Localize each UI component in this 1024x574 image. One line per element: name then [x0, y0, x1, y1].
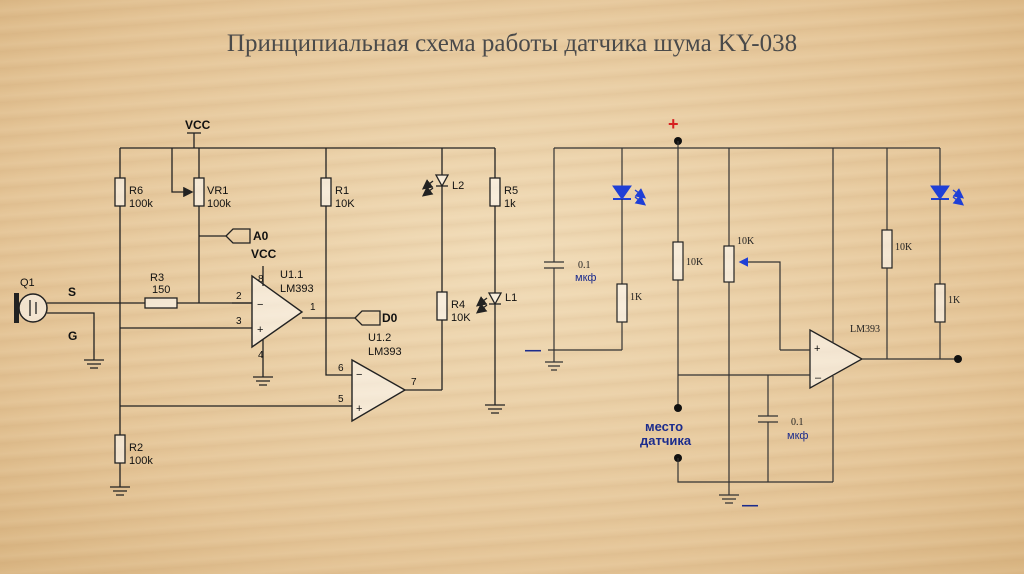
l2-led-branch: L2 R4 10K: [421, 148, 471, 390]
svg-text:2: 2: [236, 291, 242, 302]
svg-text:G: G: [68, 329, 77, 343]
svg-text:+: +: [356, 403, 362, 415]
r3-resistor: R3 150: [88, 272, 252, 309]
svg-text:–: –: [815, 372, 822, 384]
vcc-top-label: VCC: [185, 118, 211, 132]
c2-capacitor: 0.1 мкф: [758, 375, 808, 482]
svg-text:мкф: мкф: [787, 430, 808, 442]
page-title: Принципиальная схема работы датчика шума…: [226, 30, 798, 57]
svg-text:−: −: [356, 369, 362, 381]
svg-text:1k: 1k: [504, 198, 516, 210]
r10k-b: 10K: [881, 148, 913, 359]
svg-text:R5: R5: [504, 185, 518, 197]
svg-text:R4: R4: [451, 299, 465, 311]
svg-text:R2: R2: [129, 442, 143, 454]
svg-text:100k: 100k: [129, 455, 153, 467]
r6-resistor: R6 100k: [114, 148, 153, 435]
svg-text:4: 4: [258, 350, 264, 361]
svg-text:VCC: VCC: [251, 247, 277, 261]
lm393-opamp: + – LM393: [678, 148, 962, 482]
svg-text:100k: 100k: [129, 198, 153, 210]
svg-text:VR1: VR1: [207, 185, 228, 197]
plus-terminal: +: [668, 114, 679, 134]
svg-text:L1: L1: [505, 292, 517, 304]
d0-output: D0: [354, 310, 398, 326]
svg-text:+: +: [257, 324, 263, 336]
svg-text:10K: 10K: [895, 242, 913, 253]
svg-text:3: 3: [236, 316, 242, 327]
vr1-potentiometer: VR1 100k: [171, 148, 231, 303]
a0-output: A0: [199, 228, 269, 244]
minus-left: —: [525, 342, 541, 359]
svg-text:+: +: [814, 343, 820, 355]
r5-l1-branch: R5 1k L1: [475, 148, 518, 414]
u1-1-comparator: − + VCC 8 4 2 3 U1.1 LM393 1: [120, 247, 316, 386]
svg-text:10K: 10K: [686, 257, 704, 268]
sensor-label-1: место: [645, 419, 683, 434]
svg-text:10K: 10K: [335, 198, 355, 210]
svg-text:0.1: 0.1: [578, 260, 591, 271]
svg-text:S: S: [68, 285, 76, 299]
svg-text:1K: 1K: [948, 295, 961, 306]
r2-resistor: R2 100k: [110, 434, 153, 496]
svg-text:1K: 1K: [630, 292, 643, 303]
minus-bottom: —: [742, 497, 758, 514]
svg-text:10K: 10K: [737, 236, 755, 247]
svg-text:LM393: LM393: [280, 283, 314, 295]
svg-text:6: 6: [338, 363, 344, 374]
u1-2-comparator: − + 6 5 U1.2 LM393 7: [120, 332, 442, 423]
svg-text:−: −: [257, 299, 263, 311]
r1-resistor: R1 10K: [320, 148, 355, 376]
svg-text:R6: R6: [129, 185, 143, 197]
svg-text:LM393: LM393: [368, 346, 402, 358]
svg-text:Q1: Q1: [20, 277, 35, 289]
svg-text:5: 5: [338, 394, 344, 405]
led-1k-left: 1K: [612, 148, 647, 350]
svg-text:150: 150: [152, 284, 170, 296]
svg-text:100k: 100k: [207, 198, 231, 210]
svg-text:D0: D0: [382, 311, 398, 325]
c1-capacitor: 0.1 мкф: [544, 148, 596, 350]
q1-microphone: Q1 S G: [14, 277, 104, 369]
left-schematic: VCC R6 100k R2 100k VR1 100k: [14, 118, 518, 496]
svg-text:10K: 10K: [451, 312, 471, 324]
svg-text:U1.1: U1.1: [280, 269, 303, 281]
svg-text:R1: R1: [335, 185, 349, 197]
right-schematic: + 0.1 мкф — 1K: [525, 114, 965, 514]
svg-text:мкф: мкф: [575, 272, 596, 284]
svg-text:R3: R3: [150, 272, 164, 284]
svg-text:1: 1: [310, 302, 316, 313]
svg-text:LM393: LM393: [850, 324, 880, 335]
sensor-label-2: датчика: [640, 433, 692, 448]
svg-text:A0: A0: [253, 229, 269, 243]
svg-text:0.1: 0.1: [791, 417, 804, 428]
svg-text:7: 7: [411, 377, 417, 388]
pot-10k: 10K: [723, 148, 781, 482]
svg-text:8: 8: [258, 274, 264, 285]
r10k-a: 10K: [672, 148, 704, 408]
svg-text:U1.2: U1.2: [368, 332, 391, 344]
led-1k-right: 1K: [930, 148, 965, 359]
svg-text:L2: L2: [452, 180, 464, 192]
